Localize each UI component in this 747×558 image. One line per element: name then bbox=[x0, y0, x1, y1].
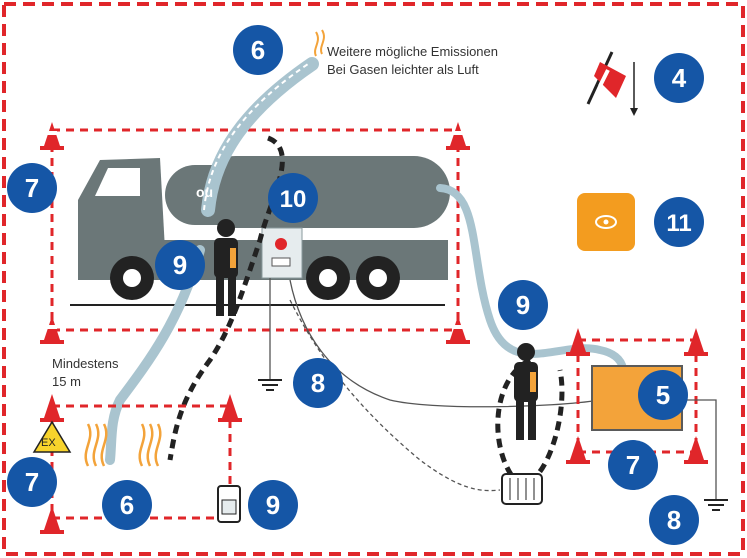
pit-ground-wire bbox=[682, 399, 717, 500]
badge-7-bottom-right: 7 bbox=[608, 440, 658, 490]
badge-circle bbox=[268, 173, 318, 223]
control-box bbox=[261, 227, 303, 279]
badge-circle bbox=[638, 370, 688, 420]
ex-warning-icon bbox=[32, 420, 72, 453]
signal-cable bbox=[289, 299, 501, 492]
emergency-stop-icon bbox=[275, 238, 287, 250]
badge-6-bottom: 6 bbox=[102, 480, 152, 530]
badge-circle bbox=[7, 163, 57, 213]
traffic-cone bbox=[566, 328, 590, 356]
badge-circle bbox=[7, 457, 57, 507]
ex-sign-label: EX bbox=[41, 437, 56, 449]
badge-number: 9 bbox=[516, 290, 530, 320]
badge-circle bbox=[649, 495, 699, 545]
badge-number: 6 bbox=[251, 35, 265, 65]
badge-number: 4 bbox=[672, 63, 687, 93]
ground-symbol-icon bbox=[704, 499, 728, 511]
badge-10: 10 bbox=[268, 173, 318, 223]
badge-circle bbox=[155, 240, 205, 290]
badge-11: 11 bbox=[654, 197, 704, 247]
badge-9-truck: 9 bbox=[155, 240, 205, 290]
badge-number: 7 bbox=[25, 467, 39, 497]
badge-circle bbox=[102, 480, 152, 530]
vent-hose bbox=[201, 57, 319, 217]
badge-number: 7 bbox=[25, 173, 39, 203]
traffic-cone bbox=[446, 122, 470, 150]
badge-number: 8 bbox=[311, 368, 325, 398]
discharge-hose bbox=[105, 245, 205, 465]
emission-note-line2: Bei Gasen leichter als Luft bbox=[327, 62, 479, 77]
badge-4: 4 bbox=[654, 53, 704, 103]
badge-number: 9 bbox=[173, 250, 187, 280]
badge-8-center: 8 bbox=[293, 358, 343, 408]
traffic-cone bbox=[40, 394, 64, 422]
worker-figure bbox=[214, 219, 238, 316]
emission-note-line1: Weitere mögliche Emissionen bbox=[327, 44, 498, 59]
traffic-cone bbox=[684, 436, 708, 464]
display-icon bbox=[271, 257, 291, 267]
badge-circle bbox=[248, 480, 298, 530]
badge-number: 5 bbox=[656, 380, 670, 410]
badge-circle bbox=[654, 197, 704, 247]
truck-zone-barrier bbox=[50, 128, 460, 332]
badge-5: 5 bbox=[638, 370, 688, 420]
badge-layer: 6 4 7 10 11 9 9 8 5 7 7 6 9 8 bbox=[7, 25, 704, 545]
badge-circle bbox=[233, 25, 283, 75]
badge-number: 10 bbox=[280, 186, 307, 213]
traffic-cone bbox=[446, 316, 470, 344]
ground-symbol-icon bbox=[258, 379, 282, 391]
badge-number: 7 bbox=[626, 450, 640, 480]
bond-cable bbox=[289, 279, 601, 408]
distance-note-line2: 15 m bbox=[52, 374, 81, 389]
traffic-cone bbox=[40, 122, 64, 150]
windsock-icon bbox=[586, 51, 638, 116]
transfer-hose bbox=[436, 184, 628, 394]
badge-9-right: 9 bbox=[498, 280, 548, 330]
worker-figure bbox=[514, 343, 538, 440]
traffic-cone bbox=[684, 328, 708, 356]
badge-7-truck: 7 bbox=[7, 163, 57, 213]
badge-9-bottom: 9 bbox=[248, 480, 298, 530]
badge-circle bbox=[654, 53, 704, 103]
pump-motor-icon bbox=[501, 473, 543, 505]
traffic-cone bbox=[566, 436, 590, 464]
badge-7-bottom-left: 7 bbox=[7, 457, 57, 507]
badge-circle bbox=[608, 440, 658, 490]
badge-number: 11 bbox=[666, 210, 691, 237]
badge-circle bbox=[498, 280, 548, 330]
traffic-cone bbox=[218, 394, 242, 422]
emission-heat-icon bbox=[314, 29, 325, 57]
gas-detector-screen bbox=[221, 499, 237, 515]
badge-circle bbox=[293, 358, 343, 408]
badge-8-bottom-right: 8 bbox=[649, 495, 699, 545]
tank-label: ou bbox=[196, 184, 214, 200]
badge-number: 9 bbox=[266, 490, 280, 520]
traffic-cone bbox=[40, 316, 64, 344]
distance-note-line1: Mindestens bbox=[52, 356, 119, 371]
badge-number: 6 bbox=[120, 490, 134, 520]
traffic-cone bbox=[40, 506, 64, 534]
vapour-icon bbox=[84, 423, 162, 467]
badge-number: 8 bbox=[667, 505, 681, 535]
eye-icon bbox=[595, 215, 617, 229]
badge-6-top: 6 bbox=[233, 25, 283, 75]
